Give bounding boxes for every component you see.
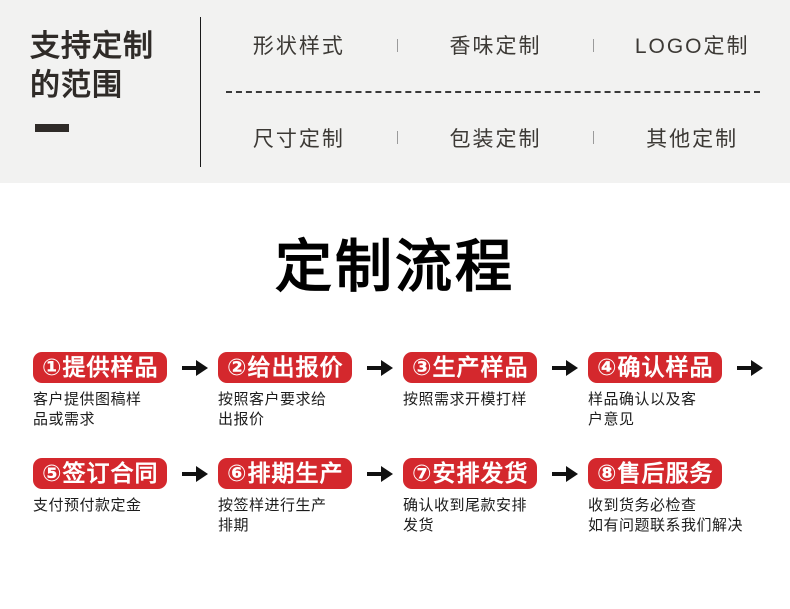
process-step-2: ②给出报价 按照客户要求给 出报价 (218, 352, 403, 430)
process-step-4: ④确认样品 样品确认以及客 户意见 (588, 352, 773, 430)
arrow-right-icon (550, 463, 580, 485)
scope-grid: 形状样式 香味定制 LOGO定制 尺寸定制 包装定制 其他定制 (201, 0, 790, 183)
tick-divider (396, 131, 398, 145)
scope-title-line2: 的范围 (30, 69, 123, 102)
process-title: 定制流程 (275, 235, 515, 299)
arrow-right-icon (365, 463, 395, 485)
step-badge-7: ⑦安排发货 (403, 458, 538, 489)
process-row-2: ⑤签订合同 支付预付款定金 ⑥排期生产 按签样进行生产 排期 ⑦安排发货 (0, 458, 790, 536)
scope-item-packaging: 包装定制 (449, 127, 542, 151)
scope-title-line1: 支持定制 (30, 30, 154, 63)
step-description-2: 按照客户要求给 出报价 (218, 391, 327, 428)
dashed-divider (226, 90, 760, 93)
scope-row-2: 尺寸定制 包装定制 其他定制 (201, 93, 790, 184)
scope-item-scent: 香味定制 (449, 35, 542, 59)
scope-item-other: 其他定制 (646, 127, 739, 151)
process-row-1: ①提供样品 客户提供图稿样 品或需求 ②给出报价 按照客户要求给 出报价 ③生产… (0, 352, 790, 430)
step-badge-8: ⑧售后服务 (588, 458, 723, 489)
vertical-divider (200, 17, 201, 167)
step-description-4: 样品确认以及客 户意见 (588, 391, 697, 428)
arrow-right-icon (735, 357, 765, 379)
scope-item-size: 尺寸定制 (252, 127, 345, 151)
step-badge-1: ①提供样品 (33, 352, 168, 383)
title-underline-dash (35, 124, 69, 132)
step-badge-5: ⑤签订合同 (33, 458, 168, 489)
process-step-7: ⑦安排发货 确认收到尾款安排 发货 (403, 458, 588, 536)
arrow-right-icon (180, 357, 210, 379)
process-step-8: ⑧售后服务 收到货务必检查 如有问题联系我们解决 (588, 458, 773, 536)
step-description-6: 按签样进行生产 排期 (218, 497, 327, 534)
process-step-3: ③生产样品 按照需求开模打样 (403, 352, 588, 430)
step-description-1: 客户提供图稿样 品或需求 (33, 391, 142, 428)
step-description-8: 收到货务必检查 如有问题联系我们解决 (588, 497, 744, 534)
arrow-right-icon (365, 357, 395, 379)
tick-divider (593, 38, 595, 52)
arrow-right-icon (550, 357, 580, 379)
tick-divider (396, 38, 398, 52)
process-step-5: ⑤签订合同 支付预付款定金 (33, 458, 218, 536)
scope-row-1: 形状样式 香味定制 LOGO定制 (201, 0, 790, 91)
step-badge-6: ⑥排期生产 (218, 458, 353, 489)
step-badge-3: ③生产样品 (403, 352, 538, 383)
step-badge-4: ④确认样品 (588, 352, 723, 383)
step-description-7: 确认收到尾款安排 发货 (403, 497, 528, 534)
step-badge-2: ②给出报价 (218, 352, 353, 383)
step-description-3: 按照需求开模打样 (403, 391, 528, 408)
process-step-1: ①提供样品 客户提供图稿样 品或需求 (33, 352, 218, 430)
step-description-5: 支付预付款定金 (33, 497, 142, 514)
customization-scope-section: 支持定制 的范围 形状样式 香味定制 LOGO定制 尺寸定制 包装定制 其他定制 (0, 0, 790, 183)
scope-item-logo: LOGO定制 (634, 35, 750, 59)
scope-title: 支持定制 的范围 (30, 27, 154, 105)
arrow-right-icon (180, 463, 210, 485)
scope-item-shape: 形状样式 (252, 35, 345, 59)
process-step-6: ⑥排期生产 按签样进行生产 排期 (218, 458, 403, 536)
tick-divider (593, 131, 595, 145)
